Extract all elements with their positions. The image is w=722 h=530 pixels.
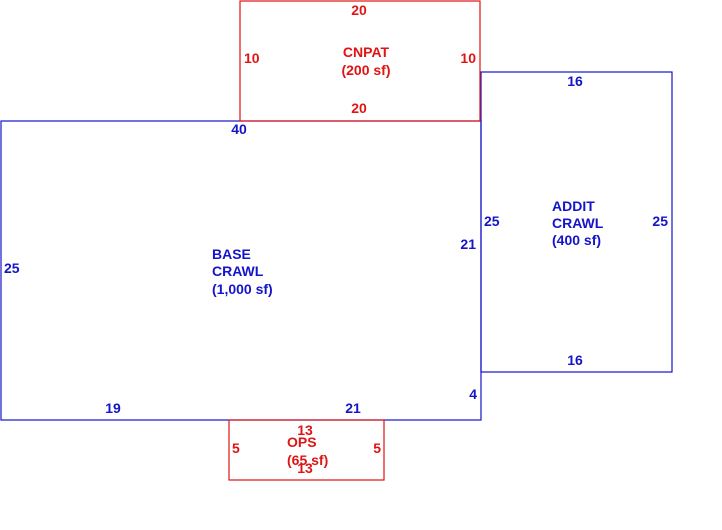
- addit-dim-left: 25: [484, 213, 500, 229]
- cnpat-dim-left: 10: [244, 50, 260, 66]
- cnpat-dim-right: 10: [460, 50, 476, 66]
- base-name-line-1: BASE: [212, 246, 251, 262]
- base-dim-bottom-right: 21: [345, 400, 361, 416]
- ops-outline: [228, 419, 385, 481]
- base-name-line-2: CRAWL: [212, 263, 264, 279]
- base-dim-right-upper: 21: [460, 236, 476, 252]
- base-dim-bottom-left: 19: [105, 400, 121, 416]
- addit-dim-right: 25: [652, 213, 668, 229]
- ops-area: (65 sf): [287, 452, 328, 468]
- ops-name: OPS: [287, 434, 317, 450]
- base-dim-right-lower: 4: [469, 386, 477, 402]
- cnpat-name: CNPAT: [343, 44, 390, 60]
- base-dim-top: 40: [231, 121, 247, 137]
- base-dim-left: 25: [4, 260, 20, 276]
- cnpat-area: (200 sf): [341, 62, 390, 78]
- ops-dim-left: 5: [232, 440, 240, 456]
- addit-dim-bottom: 16: [567, 352, 583, 368]
- cnpat-dim-bottom: 20: [351, 100, 367, 116]
- addit-dim-top: 16: [567, 73, 583, 89]
- cnpat-dim-top: 20: [351, 2, 367, 18]
- addit-crawl-outline: [480, 71, 673, 373]
- addit-area: (400 sf): [552, 232, 601, 248]
- base-area: (1,000 sf): [212, 281, 273, 297]
- ops-dim-bottom: 13: [297, 460, 313, 476]
- ops-dim-top: 13: [297, 422, 313, 438]
- addit-name-line-2: CRAWL: [552, 215, 604, 231]
- ops-dim-right: 5: [373, 440, 381, 456]
- addit-name-line-1: ADDIT: [552, 198, 595, 214]
- cnpat-outline: [239, 0, 481, 122]
